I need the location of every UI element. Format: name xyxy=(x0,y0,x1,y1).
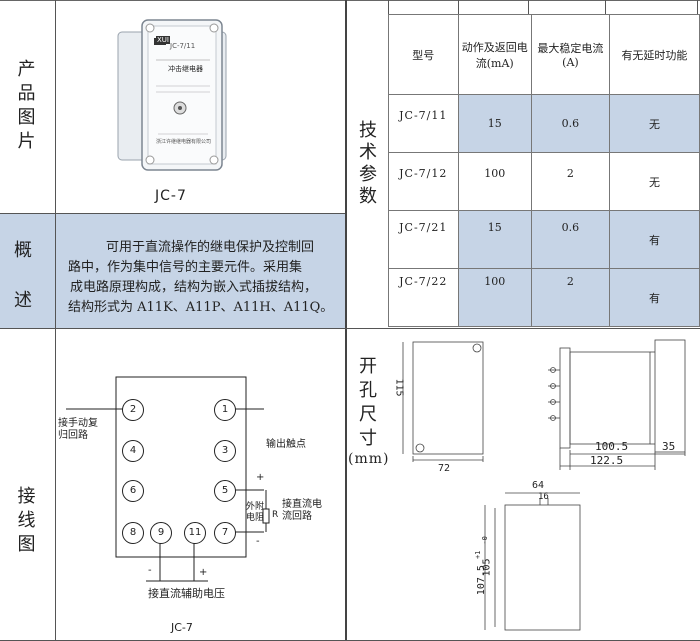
spec-row-3-max: 0.6 xyxy=(530,210,610,269)
spec-row-1-delay: 无 xyxy=(608,94,700,153)
plus-aux: + xyxy=(199,567,208,578)
overview-text: 可用于直流操作的继电保护及控制回 路中，作为集中信号的主要元件。采用集 成电路原… xyxy=(58,238,348,318)
spec-row-1-model: JC-7/11 xyxy=(388,94,459,153)
spec-row-4-delay: 有 xyxy=(608,268,700,327)
spec-row-2-delay: 无 xyxy=(608,152,700,211)
overview-line-1: 可用于直流操作的继电保护及控制回 xyxy=(106,240,315,255)
overview-line-4: 结构形式为 A11K、A11P、A11H、A11Q。 xyxy=(68,300,334,315)
overview-line-3: 成电路原理构成，结构为嵌入式插拔结构， xyxy=(70,280,318,295)
spec-row-1-max: 0.6 xyxy=(530,94,610,153)
terminal-4: 4 xyxy=(122,440,144,462)
wiring-diagram: 2 1 4 3 6 5 8 9 11 7 接手动复 归回路 输出触点 接直流电 … xyxy=(56,329,345,640)
plus-dc-current: + xyxy=(256,472,265,483)
spec-row-2-current: 100 xyxy=(457,152,532,211)
overview-label: 概 述 xyxy=(14,240,32,311)
product-maker: 浙江许继继电器有限公司 xyxy=(156,139,212,145)
dim-front-width: 72 xyxy=(438,463,451,474)
dim-front-height: 115 xyxy=(393,378,405,397)
spec-row-1-current: 15 xyxy=(457,94,532,153)
product-brand: XUI xyxy=(156,36,170,44)
spec-header-model: 型号 xyxy=(388,14,459,95)
spec-row-2-model: JC-7/12 xyxy=(388,152,459,211)
spec-row-2-max: 2 xyxy=(530,152,610,211)
terminal-5: 5 xyxy=(214,480,236,502)
spec-header-delay: 有无延时功能 xyxy=(608,14,700,95)
product-model-label: JC-7/11 xyxy=(170,42,196,50)
spec-table: 型号 动作及返回电流(mA) 最大稳定电流(A) 有无延时功能 JC-7/11 … xyxy=(388,14,700,327)
minus-dc-current: - xyxy=(256,536,260,547)
dim-side-depth: 100.5 xyxy=(595,440,629,453)
dim-cut-inner: 16 xyxy=(538,492,549,502)
wiring-caption: JC-7 xyxy=(171,621,193,634)
terminal-1: 1 xyxy=(214,399,236,421)
dimension-drawings: 115 72 100.5 122.5 35 64 16 107.5 +1 -0 … xyxy=(390,330,700,641)
minus-aux: - xyxy=(148,565,152,576)
label-output-contact: 输出触点 xyxy=(266,439,306,450)
terminal-3: 3 xyxy=(214,440,236,462)
tech-params-label: 技术参数 xyxy=(359,120,379,207)
spec-header-current: 动作及返回电流(mA) xyxy=(457,14,532,95)
product-image-label: 产品图片 xyxy=(17,59,38,152)
cutout-unit: (mm) xyxy=(348,451,390,467)
dim-side-extra: 35 xyxy=(662,440,676,453)
label-dc-current-loop: 接直流电 流回路 xyxy=(282,499,322,522)
overview-line-2: 路中，作为集中信号的主要元件。采用集 xyxy=(68,260,303,275)
terminal-7: 7 xyxy=(214,522,236,544)
label-ext-resistor: 外附 电阻 xyxy=(246,502,265,523)
wiring-label: 接线图 xyxy=(17,486,38,555)
terminal-6: 6 xyxy=(122,480,144,502)
terminal-8: 8 xyxy=(122,522,144,544)
terminal-2: 2 xyxy=(122,399,144,421)
cutout-label: 开孔尺寸 (mm) xyxy=(348,356,390,467)
spec-row-4-current: 100 xyxy=(457,268,532,327)
product-photo: XUI JC-7/11 冲击继电器 浙江许继继电器有限公司 xyxy=(110,12,240,172)
dim-cut-tol-minus: -0 xyxy=(481,536,490,545)
dim-cut-width: 64 xyxy=(532,480,545,491)
product-caption: JC-7 xyxy=(155,188,187,204)
spec-row-3-model: JC-7/21 xyxy=(388,210,459,269)
spec-row-4-max: 2 xyxy=(530,268,610,327)
spec-row-3-current: 15 xyxy=(457,210,532,269)
spec-header-max: 最大稳定电流(A) xyxy=(530,14,610,95)
spec-row-3-delay: 有 xyxy=(608,210,700,269)
label-resistor-r: R xyxy=(272,510,279,520)
label-manual-reset: 接手动复 归回路 xyxy=(58,418,98,441)
dim-side-total: 122.5 xyxy=(590,454,624,467)
terminal-11: 11 xyxy=(184,522,206,544)
label-aux-voltage: 接直流辅助电压 xyxy=(148,587,225,600)
product-name-label: 冲击继电器 xyxy=(168,65,203,73)
terminal-9: 9 xyxy=(150,522,172,544)
spec-row-4-model: JC-7/22 xyxy=(388,268,459,327)
dim-cut-height-2: 105 xyxy=(481,558,493,577)
